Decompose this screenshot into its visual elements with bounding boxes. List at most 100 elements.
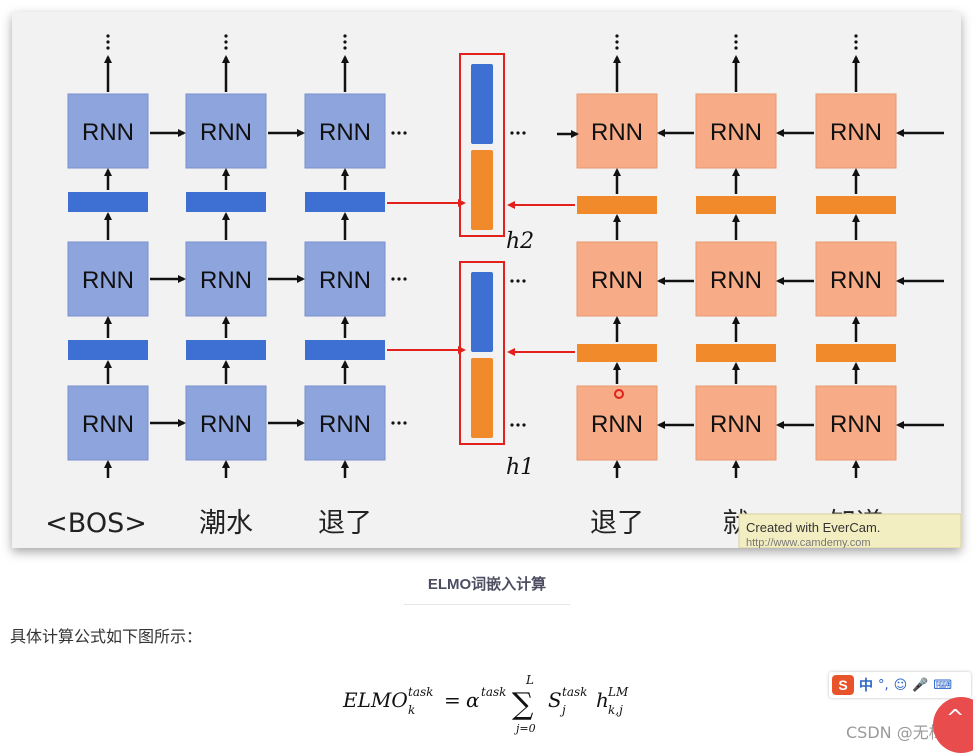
- backward-continue-dot: [516, 423, 520, 427]
- backward-hidden-bar: [696, 344, 776, 362]
- forward-rnn-cell: [185, 93, 267, 169]
- forward-continue-dot: [391, 131, 395, 135]
- backward-continue-dot: [510, 279, 514, 283]
- output-dot: [106, 46, 110, 50]
- punctuation-icon[interactable]: °,: [878, 677, 889, 693]
- formula-h: h: [596, 688, 609, 712]
- concat-forward-part: [471, 64, 493, 144]
- formula-h-sub: k,j: [608, 703, 623, 717]
- formula-s-sub: j: [559, 703, 566, 717]
- backward-rnn-cell: [695, 241, 777, 317]
- output-dot: [343, 34, 347, 38]
- backward-rnn-cell-label: RNN: [591, 411, 643, 438]
- forward-rnn-cell: [67, 241, 149, 317]
- output-dot: [734, 46, 738, 50]
- backward-continue-dot: [522, 423, 526, 427]
- forward-rnn-cell-label: RNN: [82, 411, 134, 438]
- forward-continue-dot: [403, 131, 407, 135]
- concat-backward-part: [471, 358, 493, 438]
- backward-rnn-cell: [576, 241, 658, 317]
- backward-rnn-cell-label: RNN: [710, 411, 762, 438]
- formula-lhs-sup: task: [408, 685, 433, 699]
- intro-text: 具体计算公式如下图所示：: [10, 627, 203, 646]
- forward-rnn-cell-label: RNN: [200, 267, 252, 294]
- forward-rnn-cell-label: RNN: [319, 267, 371, 294]
- evercam-watermark-url: http://www.camdemy.com: [746, 537, 871, 548]
- hidden-state-label: h2: [506, 229, 534, 254]
- formula-equals: =: [444, 688, 461, 712]
- output-dot: [615, 34, 619, 38]
- backward-rnn-cell: [576, 93, 658, 169]
- output-dot: [734, 40, 738, 44]
- elmo-diagram: RNN RNN RNN RNN RNN RNN RNN RNN RNN RNN RNN RNN RNN R…: [12, 12, 962, 549]
- sogou-logo-icon[interactable]: S: [832, 675, 854, 695]
- forward-hidden-bar: [186, 192, 266, 212]
- forward-rnn-cell-label: RNN: [200, 411, 252, 438]
- backward-rnn-cell-label: RNN: [591, 119, 643, 146]
- formula-sum-top: L: [525, 673, 534, 687]
- formula-svg: ELMO task k = α task L ∑ j=0 S task j h …: [342, 673, 629, 735]
- output-dot: [106, 34, 110, 38]
- output-dot: [224, 46, 228, 50]
- backward-hidden-bar: [816, 344, 896, 362]
- forward-continue-dot: [391, 277, 395, 281]
- elmo-formula: ELMO task k = α task L ∑ j=0 S task j h …: [340, 660, 650, 740]
- forward-continue-dot: [403, 277, 407, 281]
- emoji-icon[interactable]: ☺: [893, 677, 908, 693]
- backward-rnn-cell: [815, 385, 897, 461]
- output-dot: [106, 40, 110, 44]
- keyboard-icon[interactable]: ⌨: [933, 677, 953, 693]
- forward-continue-dot: [397, 131, 401, 135]
- forward-rnn-cell-label: RNN: [82, 267, 134, 294]
- forward-rnn-cell: [304, 241, 386, 317]
- forward-continue-dot: [403, 421, 407, 425]
- evercam-watermark-box: [738, 513, 962, 549]
- output-dot: [224, 40, 228, 44]
- elmo-diagram-svg: RNN RNN RNN RNN RNN RNN RNN RNN RNN RNN RNN RNN RNN R…: [45, 34, 962, 549]
- backward-continue-dot: [522, 131, 526, 135]
- backward-hidden-bar: [816, 196, 896, 214]
- hidden-state-label: h1: [506, 455, 534, 480]
- forward-hidden-bar: [68, 340, 148, 360]
- backward-rnn-cell-label: RNN: [591, 267, 643, 294]
- backward-continue-dot: [510, 423, 514, 427]
- backward-continue-dot: [516, 279, 520, 283]
- csdn-watermark: CSDN @无枒: [846, 723, 945, 742]
- backward-rnn-cell: [695, 93, 777, 169]
- backward-continue-dot: [516, 131, 520, 135]
- output-dot: [224, 34, 228, 38]
- formula-lhs: ELMO: [342, 688, 408, 712]
- forward-rnn-cell: [304, 93, 386, 169]
- forward-rnn-cell: [185, 241, 267, 317]
- cursor-marker: [614, 389, 624, 399]
- ime-toolbar[interactable]: S 中 °, ☺ 🎤 ⌨: [829, 672, 971, 698]
- backward-rnn-cell-label: RNN: [710, 119, 762, 146]
- forward-rnn-cell-label: RNN: [200, 119, 252, 146]
- formula-alpha-sup: task: [481, 685, 506, 699]
- back-to-top-button[interactable]: ^: [933, 697, 973, 753]
- backward-rnn-cell-label: RNN: [710, 267, 762, 294]
- formula-sum: ∑: [512, 687, 534, 722]
- concat-backward-part: [471, 150, 493, 230]
- evercam-watermark-text: Created with EverCam.: [746, 520, 880, 535]
- forward-rnn-cell: [67, 93, 149, 169]
- formula-h-sup: LM: [607, 685, 629, 699]
- input-token: 退了: [590, 508, 644, 539]
- backward-hidden-bar: [577, 344, 657, 362]
- forward-continue-dot: [397, 277, 401, 281]
- microphone-icon[interactable]: 🎤: [912, 677, 929, 693]
- output-dot: [343, 46, 347, 50]
- formula-s-sup: task: [562, 685, 587, 699]
- input-token: 退了: [318, 508, 372, 539]
- input-token: <BOS>: [45, 508, 147, 539]
- backward-rnn-cell-label: RNN: [830, 411, 882, 438]
- forward-rnn-cell: [185, 385, 267, 461]
- forward-continue-dot: [391, 421, 395, 425]
- ime-language-toggle[interactable]: 中: [859, 678, 873, 694]
- formula-alpha: α: [466, 688, 480, 712]
- forward-continue-dot: [397, 421, 401, 425]
- output-dot: [854, 46, 858, 50]
- backward-rnn-cell-label: RNN: [830, 119, 882, 146]
- formula-lhs-sub: k: [408, 703, 415, 717]
- forward-hidden-bar: [186, 340, 266, 360]
